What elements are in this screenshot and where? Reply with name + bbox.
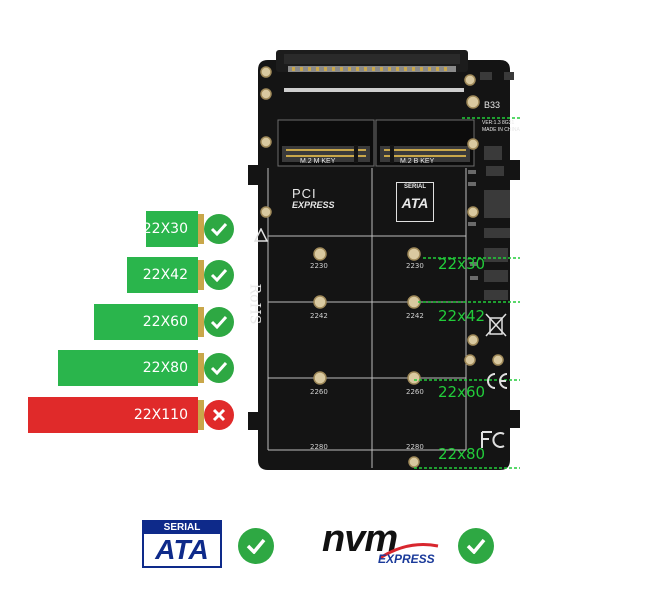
check-circle-icon — [204, 307, 234, 337]
nvm-express-logo: nvm EXPRESS — [318, 518, 440, 572]
size-bar-22x60: 22X60 — [94, 304, 204, 340]
check-circle-icon — [204, 214, 234, 244]
version-label: VER:1.3 8G31 — [482, 120, 515, 126]
overlay-size-label: 22x80 — [438, 445, 486, 463]
x-circle-icon — [204, 400, 234, 430]
overlay-size-label: 22x42 — [438, 307, 486, 325]
m-key-label: M.2 M KEY — [300, 158, 336, 165]
board-sata-logo: SERIAL ATA — [396, 182, 434, 222]
mount-label: 2260 — [406, 388, 424, 396]
overlay-size-label: 22x30 — [438, 255, 486, 273]
mount-label: 2280 — [310, 443, 328, 451]
mount-label: 2260 — [310, 388, 328, 396]
size-bar-22x42: 22X42 — [127, 257, 204, 293]
mount-label: 2280 — [406, 443, 424, 451]
rohs-mark: RoHS — [246, 283, 263, 325]
adapter-board: M.2 M KEY M.2 B KEY PCI EXPRESS SERIAL A… — [246, 50, 520, 470]
mount-label: 2242 — [406, 312, 424, 320]
check-circle-icon — [238, 528, 274, 564]
mount-label: 2230 — [406, 262, 424, 270]
check-circle-icon — [204, 260, 234, 290]
mount-label: 2242 — [310, 312, 328, 320]
mount-label: 2230 — [310, 262, 328, 270]
check-circle-icon — [204, 353, 234, 383]
model-label: B33 — [484, 100, 501, 110]
check-circle-icon — [458, 528, 494, 564]
overlay-size-label: 22x60 — [438, 383, 486, 401]
board-outline — [248, 50, 520, 470]
made-in-label: MADE IN CHINA — [482, 127, 520, 133]
size-bar-22x30: 22X30 — [143, 211, 204, 247]
serial-ata-logo: SERIAL ATA — [142, 520, 222, 568]
size-bar-22x80: 22X80 — [58, 350, 204, 386]
b-key-label: M.2 B KEY — [400, 158, 435, 165]
pci-express-logo: PCI EXPRESS — [292, 186, 335, 210]
size-bar-22x110: 22X110 — [28, 397, 204, 433]
